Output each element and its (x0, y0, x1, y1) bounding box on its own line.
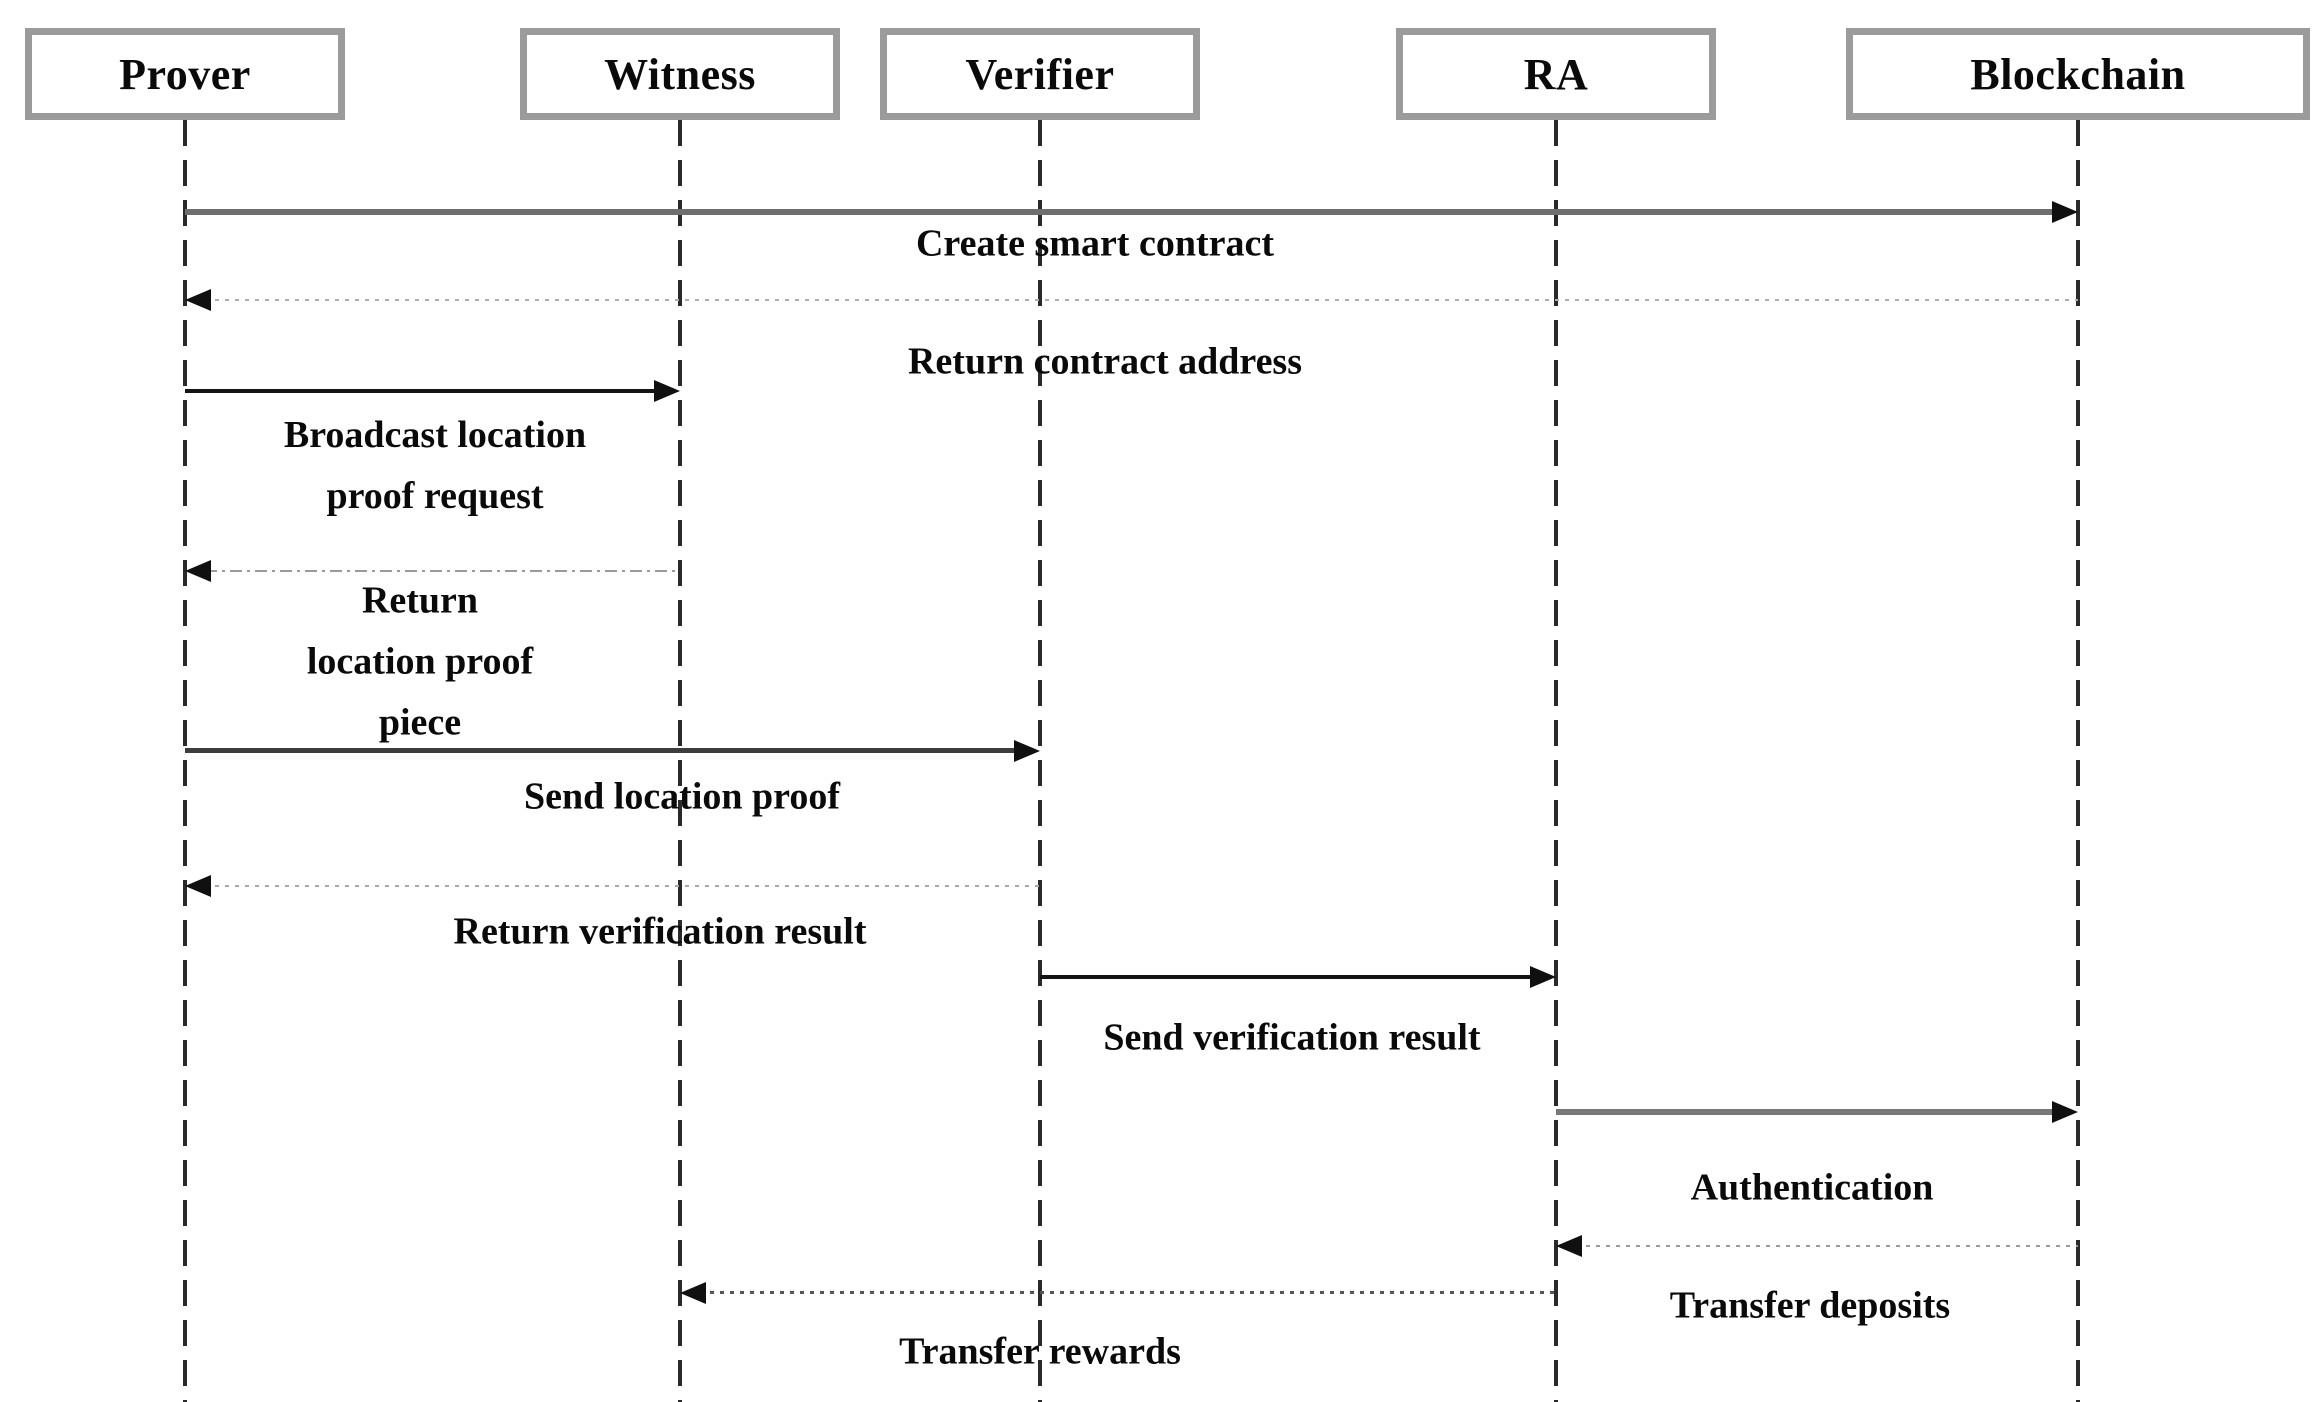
arrow-broadcast-location-proof-request (185, 389, 660, 393)
lifeline-witness (678, 120, 682, 1402)
arrow-authentication (1556, 1109, 2058, 1115)
message-label-create-smart-contract: Create smart contract (915, 222, 1275, 265)
message-label-transfer-deposits: Transfer deposits (1669, 1284, 1951, 1327)
arrowhead-icon (654, 380, 680, 402)
arrowhead-icon (185, 289, 211, 311)
message-label-send-verification-result: Send verification result (1103, 1016, 1481, 1059)
arrowhead-icon (2052, 1101, 2078, 1123)
arrowhead-icon (1530, 966, 1556, 988)
actor-box-prover: Prover (25, 28, 345, 120)
message-label-return-verification-result: Return verification result (453, 910, 867, 953)
message-label-transfer-rewards: Transfer rewards (899, 1330, 1181, 1373)
arrowhead-icon (1556, 1235, 1582, 1257)
actor-box-verifier: Verifier (880, 28, 1200, 120)
arrow-send-location-proof (185, 748, 1020, 753)
lifeline-verifier (1038, 120, 1042, 1402)
arrow-create-smart-contract (185, 209, 2058, 215)
arrow-return-verification-result (205, 885, 1040, 887)
arrowhead-icon (1014, 740, 1040, 762)
actor-box-ra: RA (1396, 28, 1716, 120)
lifeline-ra (1554, 120, 1558, 1402)
arrow-return-contract-address (205, 299, 2078, 301)
arrow-transfer-rewards (700, 1291, 1556, 1294)
lifeline-prover (183, 120, 187, 1402)
arrowhead-icon (185, 560, 211, 582)
arrow-send-verification-result (1040, 975, 1536, 979)
message-label-return-location-proof-piece: Return location proof piece (306, 579, 534, 744)
arrow-return-location-proof-piece (205, 570, 680, 572)
message-label-return-contract-address: Return contract address (907, 340, 1303, 383)
arrowhead-icon (185, 875, 211, 897)
arrowhead-icon (680, 1282, 706, 1304)
message-label-authentication: Authentication (1690, 1166, 1934, 1209)
message-label-send-location-proof: Send location proof (523, 775, 841, 818)
arrowhead-icon (2052, 201, 2078, 223)
actor-box-blockchain: Blockchain (1846, 28, 2310, 120)
lifeline-blockchain (2076, 120, 2080, 1402)
arrow-transfer-deposits (1576, 1245, 2078, 1247)
actor-box-witness: Witness (520, 28, 840, 120)
message-label-broadcast-location-proof-request: Broadcast location proof request (283, 414, 587, 517)
